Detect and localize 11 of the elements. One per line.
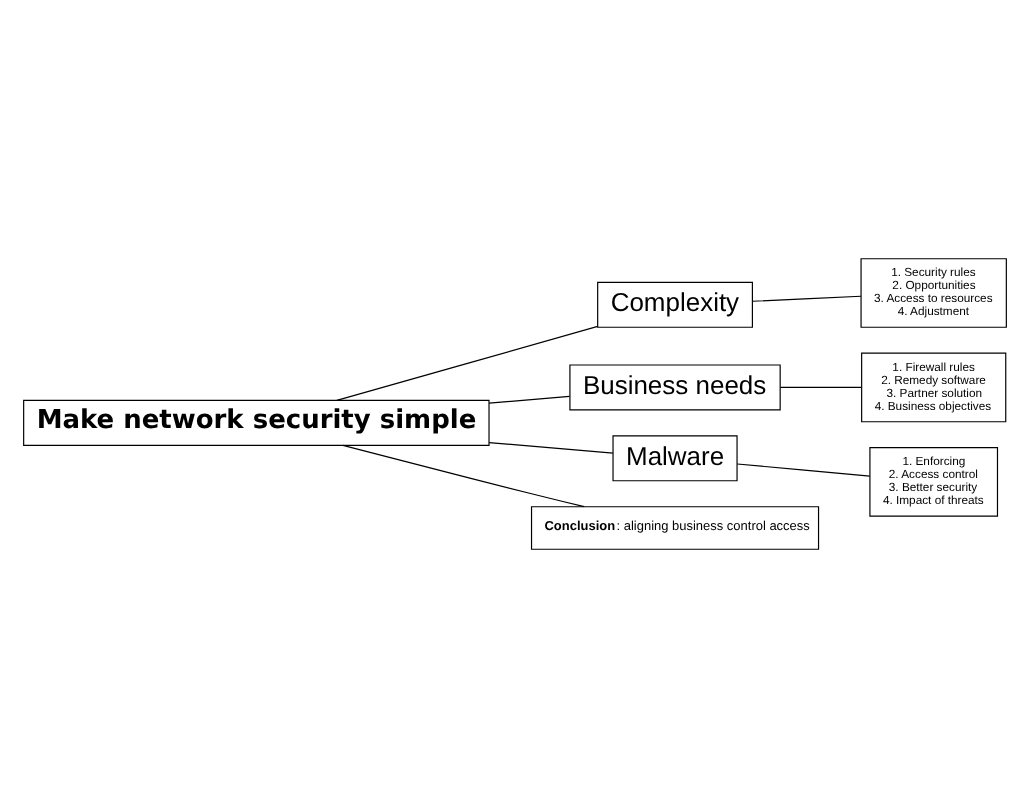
connector (336, 324, 599, 400)
node-box: Business needs (569, 363, 781, 410)
connector (751, 294, 862, 301)
connector (488, 394, 571, 403)
connector (342, 443, 585, 507)
node-box: Complexity (597, 280, 753, 327)
node-box: Malware (612, 434, 738, 481)
connector (488, 441, 614, 453)
connector (736, 462, 871, 476)
connector (779, 385, 862, 388)
node-box: Make network security simple (23, 398, 490, 445)
